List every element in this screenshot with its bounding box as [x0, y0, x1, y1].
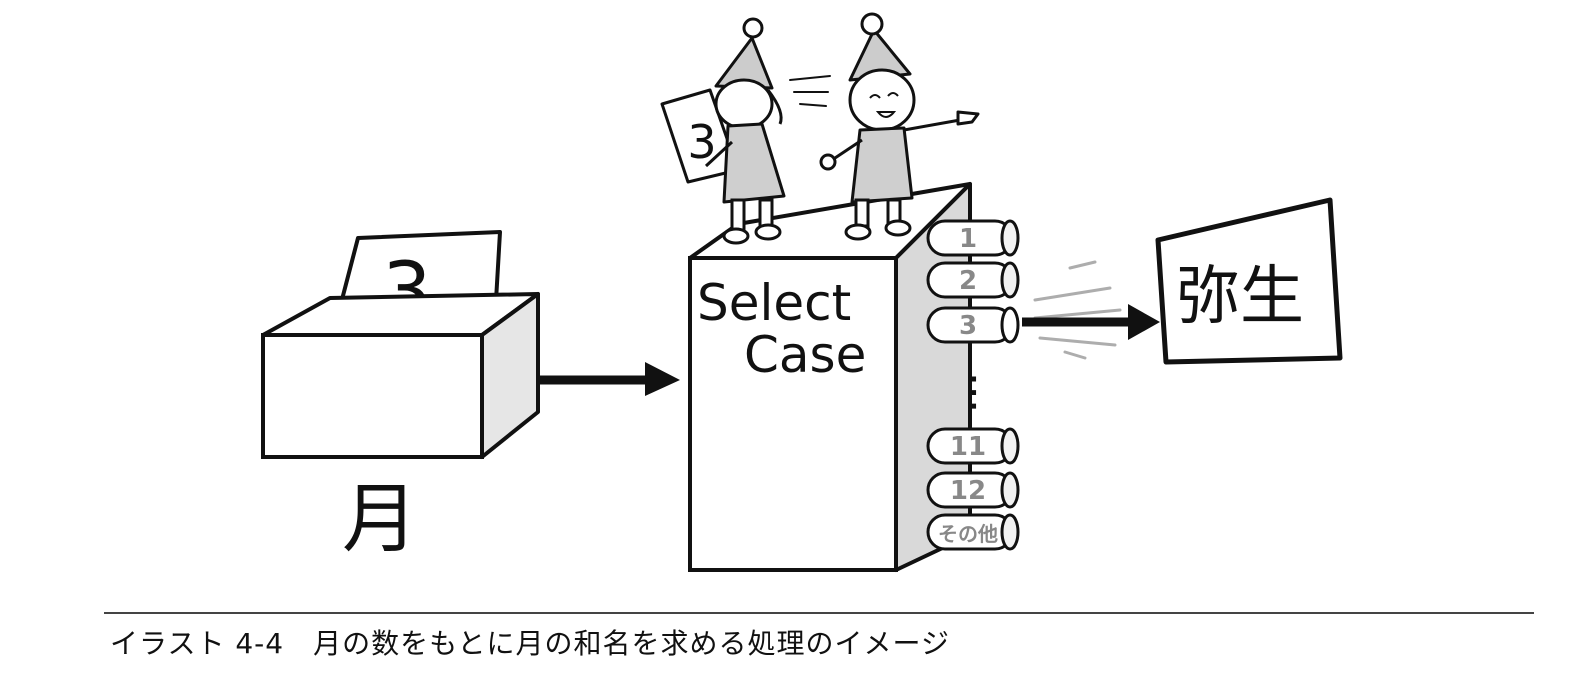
input-box: 3 月 — [261, 230, 540, 563]
case-slot: 3 — [926, 306, 1020, 344]
case-slot: 2 — [926, 261, 1020, 299]
figure-caption: イラスト 4-4 月の数をもとに月の和名を求める処理のイメージ — [110, 627, 950, 660]
case-slot: 1 — [926, 219, 1020, 257]
speech-lines — [789, 75, 831, 107]
arrow-to-select-case — [540, 362, 680, 396]
case-slot-label: 2 — [959, 266, 977, 296]
case-slot-label: 12 — [950, 476, 986, 506]
select-case-label-line1: Select — [697, 274, 851, 332]
output-card: 弥生 — [1155, 197, 1343, 365]
case-slot-label: 3 — [959, 311, 977, 341]
case-slot-label: 11 — [950, 432, 986, 462]
box-front — [261, 333, 484, 459]
arrow-to-output — [1022, 304, 1160, 340]
box-side — [480, 292, 540, 459]
output-spray — [1033, 260, 1122, 360]
caption-rule — [104, 612, 1534, 614]
block-front — [688, 256, 898, 572]
character-reader: 3 — [660, 17, 786, 245]
select-case-label-line2: Case — [744, 326, 866, 384]
slot-ellipsis: ⋮ — [954, 369, 994, 415]
case-slot: その他 — [926, 513, 1020, 551]
input-box-label: 月 — [342, 474, 418, 563]
case-slot: 12 — [926, 471, 1020, 509]
output-card-value: 弥生 — [1176, 260, 1304, 334]
character-pointer — [819, 12, 980, 241]
case-slot-label: 1 — [959, 224, 977, 254]
case-slot: 11 — [926, 427, 1020, 465]
case-slot-label: その他 — [938, 522, 998, 546]
